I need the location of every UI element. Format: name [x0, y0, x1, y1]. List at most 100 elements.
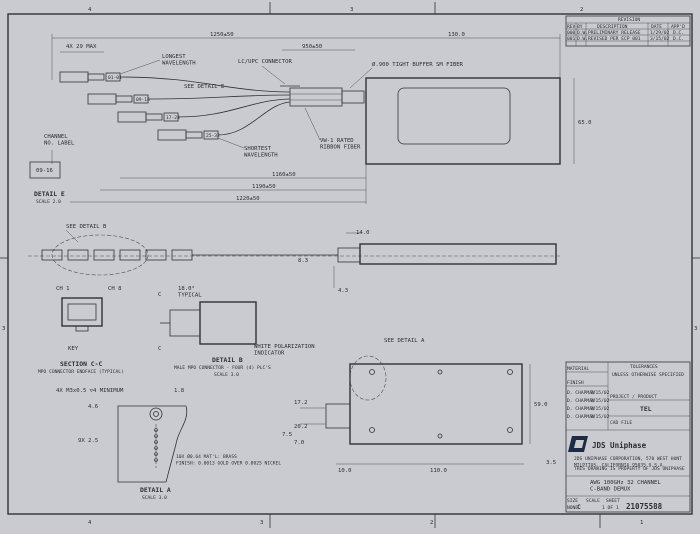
- rev-row1-rev: 000: [567, 30, 576, 36]
- dim-1190: 1190±50: [252, 184, 276, 190]
- dim-10: 10.0: [338, 468, 351, 474]
- label-key: KEY: [68, 346, 79, 352]
- label-ch8: CH 8: [108, 286, 122, 292]
- tb-material-label: MATERIAL: [567, 366, 589, 372]
- bottom-view: SEE DETAIL A 17.2 20.2 7.5 7.0 59.0 10.0…: [282, 338, 556, 474]
- label-lc-connector: LC/UPC CONNECTOR: [238, 59, 293, 65]
- tb-size: C: [577, 503, 581, 511]
- section-cc-title: SECTION C-C: [60, 360, 102, 368]
- label-fiber: Ø.900 TIGHT BUFFER SM FIBER: [372, 61, 464, 68]
- lc-connector-1: [59, 71, 121, 83]
- section-cc-caption: MPO CONNECTOR ENDFACE (TYPICAL): [38, 369, 124, 375]
- tb-drawn-name-1: D. CHAPMAN: [567, 390, 595, 396]
- revision-title: REVISION: [618, 17, 640, 23]
- rev-row2-by: D.W.: [577, 36, 588, 42]
- tb-sheet: 1 OF 1: [602, 505, 619, 511]
- revision-block: REVISION REV BY DESCRIPTION DATE APP'D 0…: [565, 15, 691, 47]
- dim-3-5: 3.5: [546, 460, 556, 466]
- zone-left-3: 3: [2, 326, 5, 332]
- detail-a-title: DETAIL A: [140, 486, 171, 494]
- tb-scale-label: SCALE: [586, 498, 600, 504]
- rev-header-by: BY: [577, 24, 583, 30]
- tag-09-16: 09-16: [136, 97, 150, 103]
- dim-8-3: 8.3: [298, 258, 308, 264]
- tb-drawn-date-2: 3/15/02: [590, 398, 610, 404]
- rev-row1-desc: PRELIMINARY RELEASE: [588, 30, 641, 36]
- detail-a: 4X M3x0.5 ▽4 MINIMUM 1.8 4.6 9X 2.5 10X …: [56, 388, 281, 501]
- dim-9x2-5: 9X 2.5: [78, 438, 98, 444]
- rev-header-date: DATE: [651, 24, 662, 30]
- rev-header-rev: REV: [567, 24, 576, 30]
- dim-1160: 1160±50: [272, 172, 296, 178]
- label-detail-b: SEE DETAIL B: [66, 224, 107, 230]
- tb-project-label: PROJECT / PRODUCT: [610, 394, 657, 400]
- dim-4-6: 4.6: [88, 404, 98, 410]
- dim-1250: 1250±50: [210, 32, 234, 38]
- dim-1220: 1220±50: [236, 196, 260, 202]
- zone-bottom-3: 3: [260, 520, 263, 526]
- label-typical: 18.0°TYPICAL: [178, 286, 202, 298]
- tb-cad-file: CAD FILE: [610, 420, 632, 426]
- dim-14: 14.0: [356, 230, 369, 236]
- tag-25-32: 25-32: [206, 133, 220, 139]
- module-bottom: [349, 363, 523, 445]
- detail-b-caption: MALE MPO CONNECTOR - FOUR (4) PLC'S: [174, 365, 271, 371]
- zone-bottom-4: 4: [88, 520, 92, 526]
- dim-4-3: 4.3: [338, 288, 348, 294]
- detail-e-tag: 09-16: [36, 168, 53, 174]
- label-ch1: CH 1: [56, 286, 69, 292]
- jds-logo-icon: [568, 436, 588, 452]
- label-m3: 4X M3x0.5 ▽4 MINIMUM: [56, 388, 124, 394]
- detail-e-scale: SCALE 2.0: [36, 199, 61, 205]
- tag-01-01: 01-01: [108, 75, 122, 81]
- tb-sheet-label: SHEET: [606, 498, 620, 504]
- rev-row2-date: 3/15/02: [650, 36, 670, 42]
- rev-header-appd: APP'D: [671, 24, 685, 30]
- label-detail-e: SEE DETAIL E: [184, 84, 225, 90]
- zone-right-3: 3: [694, 326, 697, 332]
- rev-row1-appd: D.C.: [673, 30, 684, 36]
- detail-e-title: DETAIL E: [34, 190, 65, 198]
- rev-row2-desc: REVISED PER ECP 001: [588, 36, 641, 42]
- lc-connector-2: [87, 93, 149, 105]
- rev-row2-rev: 001: [567, 36, 576, 42]
- zone-bottom-2: 2: [430, 520, 433, 526]
- top-view: 1250±50 130.0 4X 29 MAX 950±50 01-: [51, 32, 591, 204]
- zone-bottom-1: 1: [640, 520, 643, 526]
- detail-a-scale: SCALE 3.0: [142, 495, 167, 501]
- tb-scale: NONE: [567, 505, 578, 511]
- tb-size-label: SIZE: [567, 498, 578, 504]
- dim-7-0: 7.0: [294, 440, 304, 446]
- label-detail-a: SEE DETAIL A: [384, 338, 425, 344]
- rev-row2-appd: D.C.: [673, 36, 684, 42]
- tb-tolerances: TOLERANCES: [630, 364, 658, 370]
- tb-drawn-name-2: D. CHAPMAN: [567, 398, 595, 404]
- dim-950: 950±50: [302, 44, 322, 50]
- dim-4x29: 4X 29 MAX: [66, 44, 97, 50]
- label-c-bottom: C: [158, 346, 161, 352]
- tb-drawn-name-4: D. CHAPMAN: [567, 414, 595, 420]
- title-block: MATERIAL FINISH TOLERANCES UNLESS OTHERW…: [565, 361, 691, 513]
- module-side: [359, 243, 557, 265]
- section-cc: CH 1 CH 8 KEY SECTION C-C MPO CONNECTOR …: [38, 286, 124, 375]
- dim-17-2: 17.2: [294, 400, 307, 406]
- rev-header-description: DESCRIPTION: [597, 24, 628, 30]
- dim-110: 110.0: [430, 468, 447, 474]
- dim-59: 59.0: [534, 402, 547, 408]
- detail-b-scale: SCALE 3.0: [214, 372, 239, 378]
- dim-1-8: 1.8: [174, 388, 185, 394]
- tb-drawn-date-4: 3/15/02: [590, 414, 610, 420]
- zone-top-2: 2: [580, 7, 583, 13]
- dim-7-5: 7.5: [282, 432, 292, 438]
- label-c-top: C: [158, 292, 161, 298]
- tb-drawn-date-3: 3/15/02: [590, 406, 610, 412]
